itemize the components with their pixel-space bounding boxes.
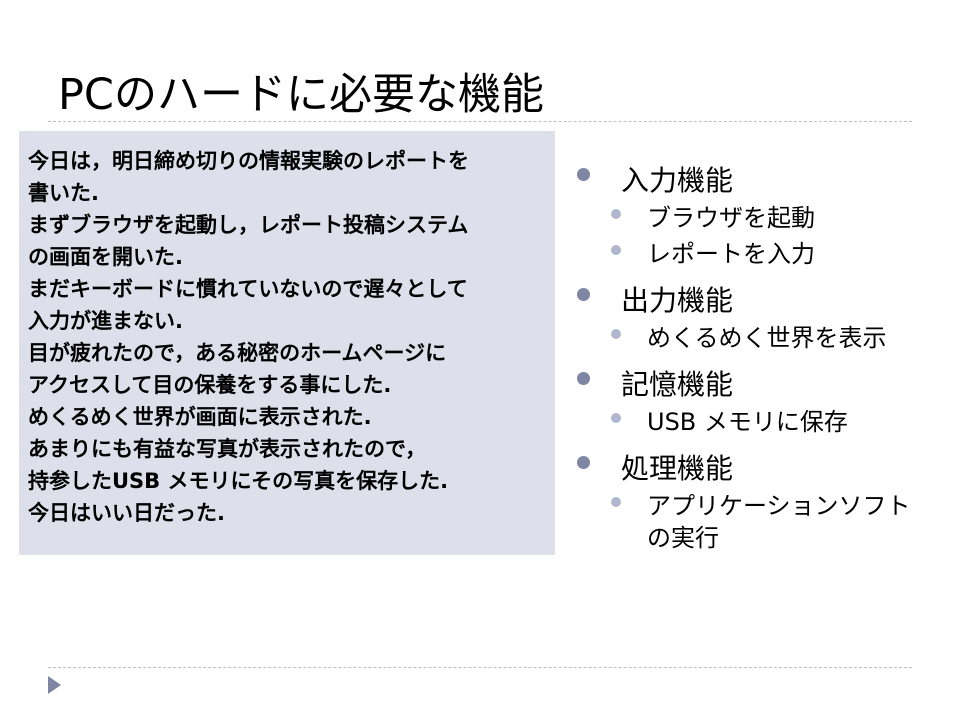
bullet-dot-icon	[577, 288, 590, 301]
sub-bullet-dot-icon	[611, 413, 621, 423]
story-line: 入力が進まない.	[28, 309, 183, 333]
sub-bullet-label: レポートを入力	[647, 240, 815, 268]
sub-bullet-label: アプリケーションソフト	[647, 492, 911, 520]
story-line: 書いた.	[28, 181, 99, 205]
bullet-dot-icon	[577, 372, 590, 385]
bullet-storage-function: 記憶機能	[575, 364, 945, 406]
story-line: 今日は，明日締め切りの情報実験のレポートを	[28, 149, 469, 173]
sub-bullet-dot-icon	[611, 497, 621, 507]
sub-bullet: レポートを入力	[575, 238, 945, 270]
sub-bullet: USB メモリに保存	[575, 406, 945, 438]
bullet-processing-function: 処理機能	[575, 448, 945, 490]
story-line: まずブラウザを起動し，レポート投稿システム	[28, 213, 469, 237]
sub-bullet-label: USB メモリに保存	[647, 408, 848, 436]
story-line: 今日はいい日だった.	[28, 501, 225, 525]
story-line: めくるめく世界が画面に表示された.	[28, 405, 372, 429]
sub-bullet: めくるめく世界を表示	[575, 322, 945, 354]
sub-bullet-dot-icon	[611, 209, 621, 219]
story-line: 持参したUSB メモリにその写真を保存した.	[28, 469, 449, 493]
sub-bullet-label: ブラウザを起動	[647, 204, 815, 232]
sub-bullet: アプリケーションソフト の実行	[575, 490, 945, 554]
story-line: の画面を開いた.	[28, 245, 183, 269]
title-divider	[48, 121, 912, 122]
story-line: 目が疲れたので，ある秘密のホームページに	[28, 341, 447, 365]
sub-bullet-label-continued: の実行	[647, 524, 719, 552]
bullet-dot-icon	[577, 168, 590, 181]
bullet-list: 入力機能 ブラウザを起動 レポートを入力 出力機能 めくるめく世界を表示 記憶機…	[575, 160, 945, 564]
slide-title: PCのハードに必要な機能	[58, 70, 544, 120]
bullet-dot-icon	[577, 456, 590, 469]
sub-bullet-label: めくるめく世界を表示	[647, 324, 887, 352]
bullet-label: 出力機能	[621, 284, 734, 317]
bullet-input-function: 入力機能	[575, 160, 945, 202]
story-line: まだキーボードに慣れていないので遅々として	[28, 277, 468, 301]
sub-bullet-dot-icon	[611, 245, 621, 255]
bullet-label: 入力機能	[621, 164, 734, 197]
sub-bullet-dot-icon	[611, 329, 621, 339]
bullet-label: 処理機能	[621, 452, 734, 485]
bullet-output-function: 出力機能	[575, 280, 945, 322]
story-line: アクセスして目の保養をする事にした.	[28, 373, 392, 397]
bullet-label: 記憶機能	[621, 368, 734, 401]
footer-divider	[48, 667, 912, 668]
sub-bullet: ブラウザを起動	[575, 202, 945, 234]
story-line: あまりにも有益な写真が表示されたので，	[28, 437, 427, 461]
triangle-right-icon[interactable]	[48, 676, 61, 694]
story-textbox: 今日は，明日締め切りの情報実験のレポートを 書いた. まずブラウザを起動し，レポ…	[19, 131, 555, 555]
